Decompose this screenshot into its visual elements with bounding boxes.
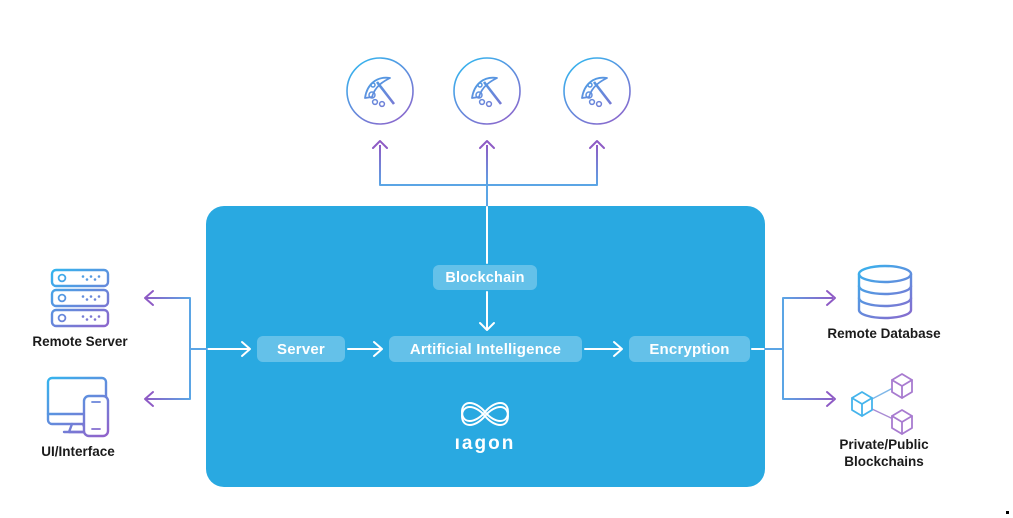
- remote-database-icon: [857, 264, 913, 320]
- core-platform-box: [206, 206, 765, 487]
- blockchain-to-miners-connector: [372, 140, 605, 208]
- miner-node-1: [346, 57, 414, 125]
- miner-circle: [346, 57, 414, 125]
- pickaxe-icon: [363, 76, 396, 108]
- left-bracket-connector: [144, 290, 208, 407]
- chip-server: Server: [257, 336, 345, 362]
- miner-circle: [563, 57, 631, 125]
- miner-circle: [453, 57, 521, 125]
- private-public-line1: Private/Public: [839, 437, 929, 452]
- right-bracket-connector: [764, 290, 836, 407]
- chip-encryption: Encryption: [629, 336, 750, 362]
- stray-dot: [1006, 511, 1009, 514]
- chip-artificial-intelligence: Artificial Intelligence: [389, 336, 582, 362]
- arrow-right-icon: [826, 391, 836, 407]
- arrow-right-icon: [826, 290, 836, 306]
- chip-blockchain: Blockchain: [433, 265, 537, 290]
- ui-interface-label: UI/Interface: [41, 444, 115, 459]
- ui-interface-icon: [46, 376, 110, 438]
- miner-node-2: [453, 57, 521, 125]
- remote-database-label: Remote Database: [827, 326, 941, 341]
- iagon-wordmark: ıagon: [454, 433, 516, 454]
- arrow-left-icon: [144, 391, 154, 407]
- pickaxe-icon: [470, 76, 503, 108]
- private-public-line2: Blockchains: [844, 453, 924, 469]
- arrow-up-icon: [589, 140, 605, 149]
- arrow-left-icon: [144, 290, 154, 306]
- arrow-up-icon: [372, 140, 388, 149]
- remote-server-icon: [50, 268, 110, 328]
- miner-node-3: [563, 57, 631, 125]
- remote-server-label: Remote Server: [32, 334, 128, 349]
- pickaxe-icon: [580, 76, 613, 108]
- arrow-up-icon: [479, 140, 495, 149]
- blockchains-icon: [851, 373, 913, 435]
- private-public-blockchains-label: Private/Public Blockchains: [814, 437, 954, 471]
